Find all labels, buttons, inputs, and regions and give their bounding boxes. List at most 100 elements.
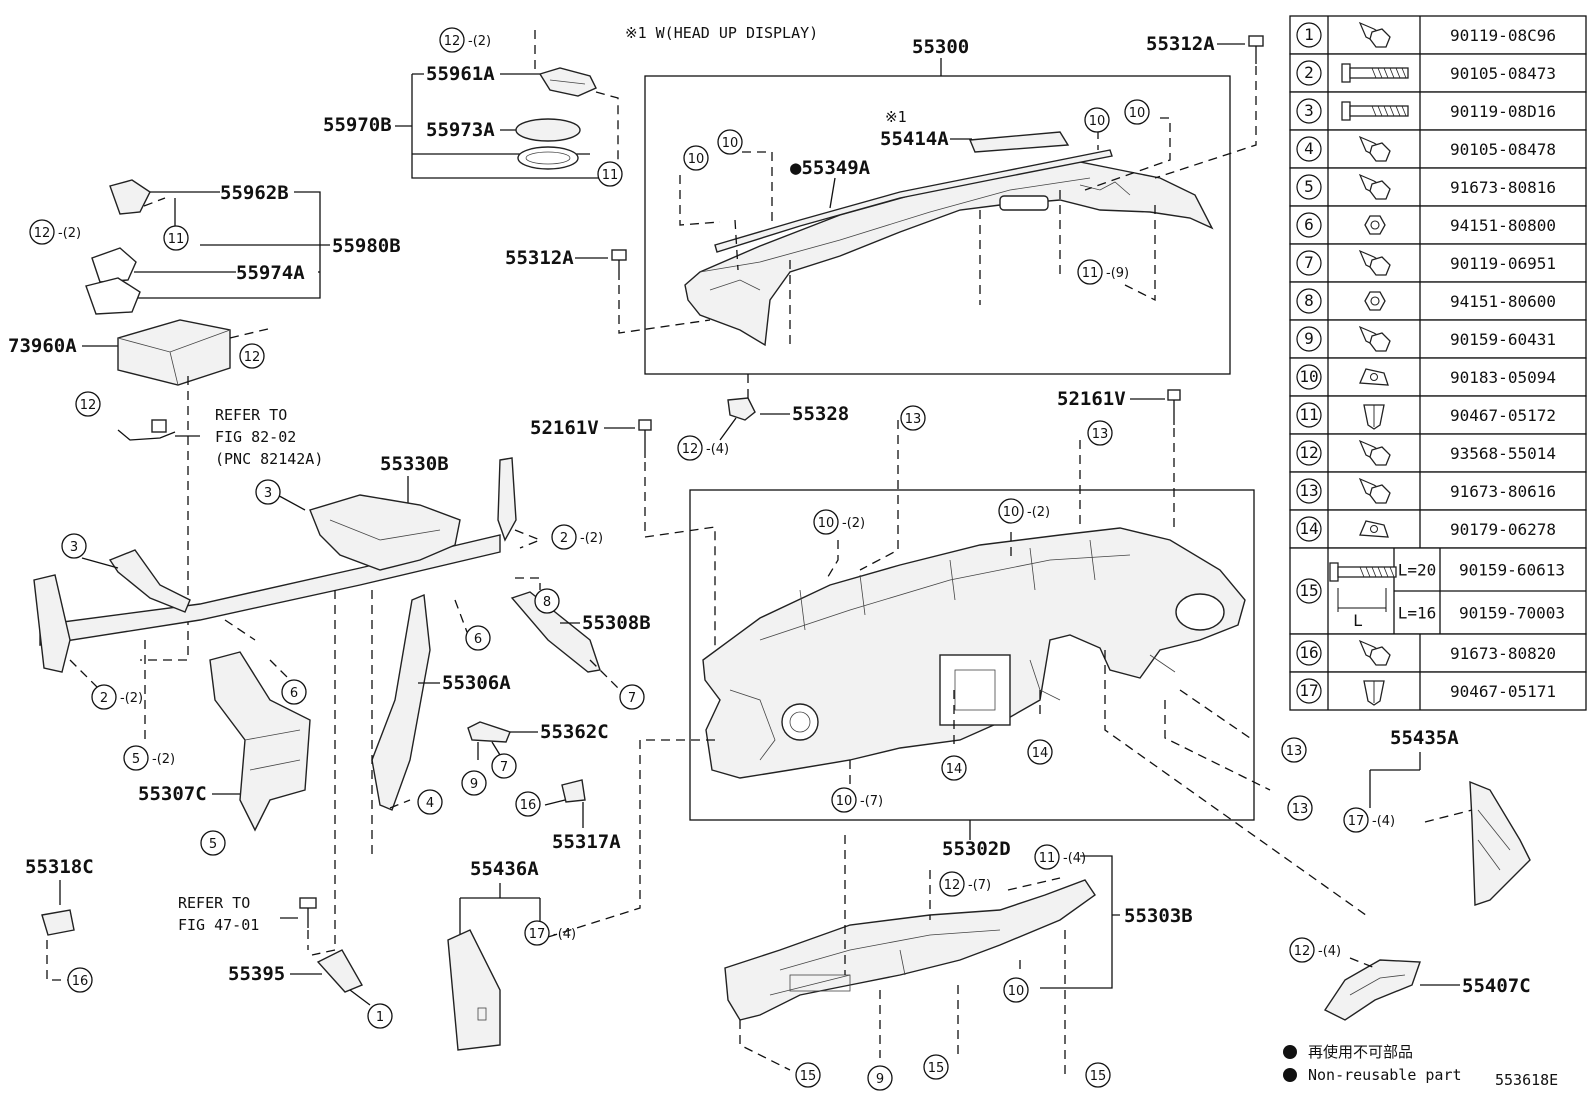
callout-13[interactable]: 13 xyxy=(1287,795,1313,821)
callout-3[interactable]: 3 xyxy=(61,533,87,559)
callout-14[interactable]: 14 xyxy=(1027,739,1053,765)
callout-10[interactable]: 10-(2) xyxy=(813,509,865,535)
callout-15[interactable]: 15 xyxy=(923,1054,949,1080)
callout-12[interactable]: 12-(4) xyxy=(1289,937,1341,963)
label-55395[interactable]: 55395 xyxy=(228,963,285,985)
side-cover-55435a-part[interactable] xyxy=(1469,780,1531,906)
callout-3[interactable]: 3 xyxy=(255,479,281,505)
label-55308B[interactable]: 55308B xyxy=(582,612,651,634)
label-55349A[interactable]: ●55349A xyxy=(790,157,871,179)
callout-11[interactable]: 11-(9) xyxy=(1077,259,1129,285)
hud-seal-strip-part[interactable] xyxy=(714,149,1113,253)
label-55436A[interactable]: 55436A xyxy=(470,858,539,880)
label-55330B[interactable]: 55330B xyxy=(380,453,449,475)
instrument-panel-reinforcement-part[interactable] xyxy=(33,457,601,832)
label-55303B[interactable]: 55303B xyxy=(1124,905,1193,927)
callout-10[interactable]: 10 xyxy=(1003,977,1029,1003)
label-52161V-left[interactable]: 52161V xyxy=(530,417,599,439)
label-55306A[interactable]: 55306A xyxy=(442,672,511,694)
side-cover-55436a-part[interactable] xyxy=(447,929,501,1051)
callout-4[interactable]: 4 xyxy=(417,789,443,815)
label-55970B[interactable]: 55970B xyxy=(323,114,392,136)
callout-11[interactable]: 11 xyxy=(597,161,623,187)
gasket-55974a-part[interactable] xyxy=(85,247,141,315)
label-55328[interactable]: 55328 xyxy=(792,403,849,425)
bracket-55395-part[interactable] xyxy=(316,949,364,993)
refer-note-fig82-line2[interactable]: FIG 82-02 xyxy=(215,428,296,446)
bracket-55317a-part[interactable] xyxy=(561,779,586,803)
callout-15[interactable]: 15 xyxy=(795,1062,821,1088)
bracket-55962b-part[interactable] xyxy=(109,179,151,215)
label-55312A-top[interactable]: 55312A xyxy=(1146,33,1215,55)
callout-12[interactable]: 12 xyxy=(239,343,265,369)
instrument-panel-main-part[interactable] xyxy=(702,527,1246,779)
callout-12[interactable]: 12 xyxy=(75,391,101,417)
callout-13[interactable]: 13 xyxy=(1087,420,1113,446)
callout-6[interactable]: 6 xyxy=(465,625,491,651)
label-55414A[interactable]: 55414A xyxy=(880,128,949,150)
callout-5[interactable]: 5-(2) xyxy=(123,745,175,771)
label-55318C[interactable]: 55318C xyxy=(25,856,94,878)
refer-note-fig47-line2[interactable]: FIG 47-01 xyxy=(178,916,259,934)
callout-17[interactable]: 17-(4) xyxy=(1343,807,1395,833)
callout-1[interactable]: 1 xyxy=(367,1003,393,1029)
label-55317A[interactable]: 55317A xyxy=(552,831,621,853)
knee-airbag-module-73960a-part[interactable] xyxy=(117,319,231,386)
callout-16[interactable]: 16 xyxy=(67,967,93,993)
hud-bracket-55961a-part[interactable] xyxy=(538,67,597,97)
callout-12[interactable]: 12-(2) xyxy=(29,219,81,245)
label-55362C[interactable]: 55362C xyxy=(540,721,609,743)
refer-note-fig82-line3[interactable]: (PNC 82142A) xyxy=(215,450,323,468)
callout-14[interactable]: 14 xyxy=(941,755,967,781)
callout-7[interactable]: 7 xyxy=(619,684,645,710)
callout-13[interactable]: 13 xyxy=(1281,737,1307,763)
callout-10[interactable]: 10-(2) xyxy=(998,498,1050,524)
callout-17[interactable]: 17-(4) xyxy=(524,920,576,946)
label-55980B[interactable]: 55980B xyxy=(332,235,401,257)
label-55435A[interactable]: 55435A xyxy=(1390,727,1459,749)
callout-10[interactable]: 10 xyxy=(1084,107,1110,133)
callout-10[interactable]: 10 xyxy=(683,145,709,171)
callout-9[interactable]: 9 xyxy=(461,770,487,796)
callout-12[interactable]: 12-(7) xyxy=(939,871,991,897)
hud-cover-plate-part[interactable] xyxy=(968,131,1070,153)
callout-15[interactable]: 15 xyxy=(1085,1062,1111,1088)
label-55974A[interactable]: 55974A xyxy=(236,262,305,284)
label-55962B[interactable]: 55962B xyxy=(220,182,289,204)
callout-16[interactable]: 16 xyxy=(515,791,541,817)
label-55312A-left[interactable]: 55312A xyxy=(505,247,574,269)
clip-55318c-part[interactable] xyxy=(41,909,75,936)
refer-note-fig82-line1[interactable]: REFER TO xyxy=(215,406,287,424)
bracket-55407c-part[interactable] xyxy=(1323,959,1421,1021)
callout-10[interactable]: 10-(7) xyxy=(831,787,883,813)
callout-10[interactable]: 10 xyxy=(1124,99,1150,125)
bracket-55328-part[interactable] xyxy=(727,397,756,421)
upper-dash-pad-part[interactable] xyxy=(684,161,1214,347)
callout-2[interactable]: 2-(2) xyxy=(91,684,143,710)
callout-7[interactable]: 7 xyxy=(491,753,517,779)
callout-2[interactable]: 2-(2) xyxy=(551,524,603,550)
label-55307C[interactable]: 55307C xyxy=(138,783,207,805)
callout-6[interactable]: 6 xyxy=(281,679,307,705)
label-73960A[interactable]: 73960A xyxy=(8,335,77,357)
callout-12[interactable]: 12-(4) xyxy=(677,435,729,461)
label-52161V-right[interactable]: 52161V xyxy=(1057,388,1126,410)
label-55407C[interactable]: 55407C xyxy=(1462,975,1531,997)
callout-11[interactable]: 11-(4) xyxy=(1034,844,1086,870)
callout-12[interactable]: 12-(2) xyxy=(439,27,491,53)
label-55961A[interactable]: 55961A xyxy=(426,63,495,85)
callout-10[interactable]: 10 xyxy=(717,129,743,155)
callout-13[interactable]: 13 xyxy=(900,405,926,431)
callout-11[interactable]: 11 xyxy=(163,225,189,251)
callout-9[interactable]: 9 xyxy=(867,1065,893,1091)
